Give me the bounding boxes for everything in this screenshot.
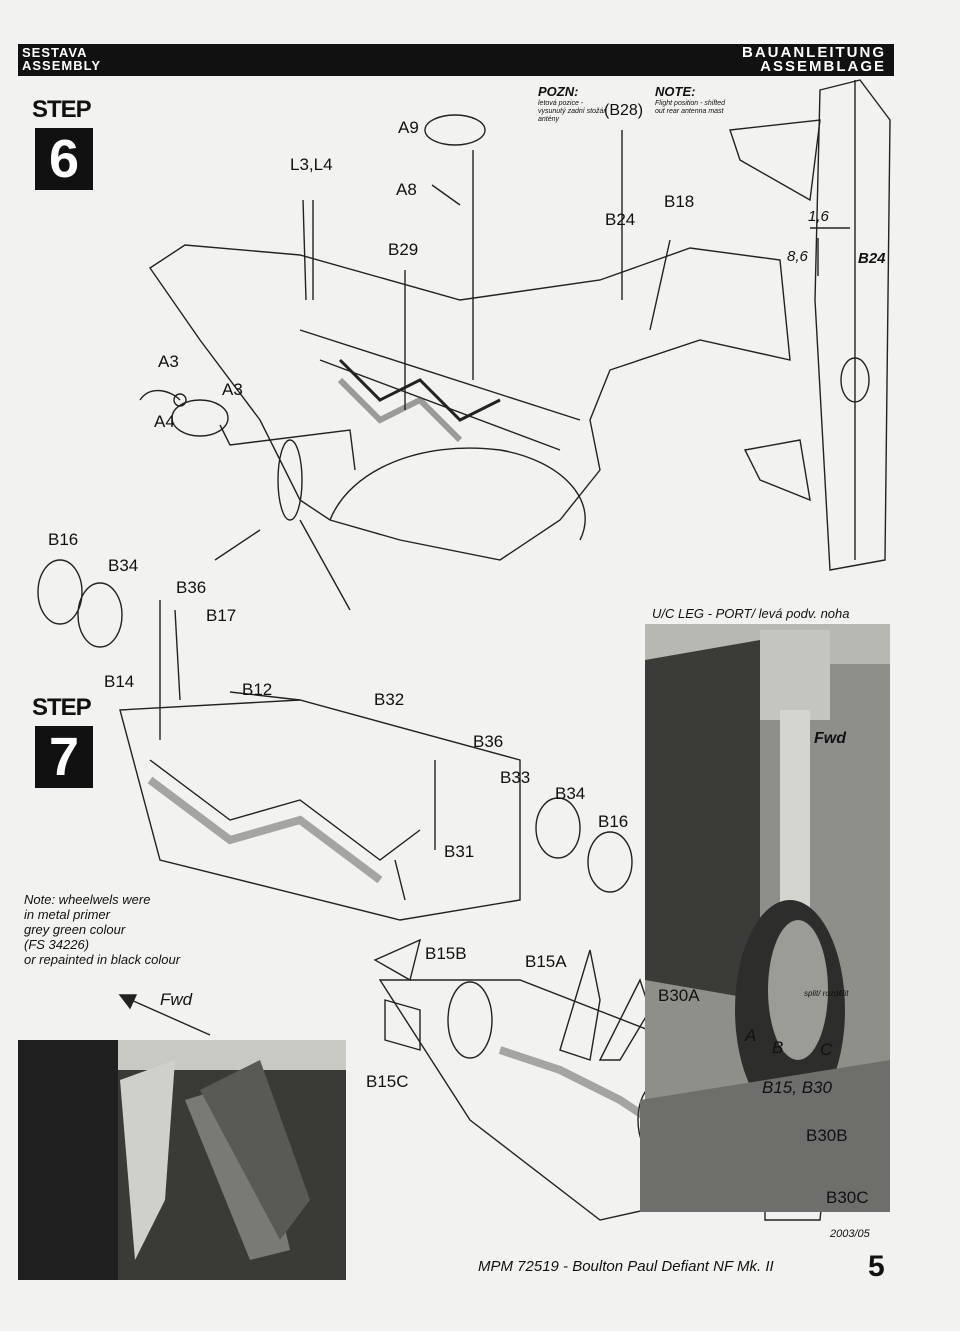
- label-b17: B17: [206, 606, 237, 625]
- label-b31: B31: [444, 842, 475, 861]
- label-l3l4: L3,L4: [290, 155, 333, 174]
- tail-side-view: [729, 79, 891, 571]
- label-b16-top: B16: [48, 530, 79, 549]
- step6-word: STEP: [32, 96, 92, 123]
- color-note-line1: Note: wheelwels were: [24, 892, 151, 907]
- color-note-line5: or repainted in black colour: [24, 952, 181, 967]
- label-b18: B18: [664, 192, 695, 211]
- label-b15c: B15C: [366, 1072, 409, 1091]
- fwd-label: Fwd: [160, 990, 193, 1009]
- header-left-line1: SESTAVA: [22, 45, 88, 60]
- uc-leg-photo: [640, 624, 890, 1212]
- landing-gear-drawing: [37, 559, 633, 921]
- label-a3-top: A3: [158, 352, 179, 371]
- note-text: Flight position - shifted out rear anten…: [655, 100, 726, 115]
- label-b36-top: B36: [176, 578, 207, 597]
- page-number: 5: [868, 1250, 885, 1283]
- footer-date: 2003/05: [830, 1228, 870, 1240]
- label-b24: B24: [605, 210, 636, 229]
- label-b24-side: B24: [858, 250, 886, 267]
- header-right: BAUANLEITUNG ASSEMBLAGE: [742, 44, 886, 75]
- label-b29: B29: [388, 240, 419, 259]
- step6-number: 6: [35, 128, 93, 190]
- uc-photo-fwd: Fwd: [814, 730, 846, 747]
- label-a8: A8: [396, 180, 417, 199]
- color-note-line3: grey green colour: [24, 922, 126, 937]
- label-b14: B14: [104, 672, 135, 691]
- split-title: split/ rozdělit: [804, 989, 849, 998]
- wheelwell-color-note: Note: wheelwels were in metal primer gre…: [24, 892, 180, 967]
- step7-word: STEP: [32, 694, 92, 721]
- label-b30b: B30B: [806, 1126, 848, 1145]
- label-b30a: B30A: [658, 986, 700, 1005]
- label-b34-top: B34: [108, 556, 139, 575]
- label-b15b: B15B: [425, 944, 467, 963]
- pozn-text: letová pozice - vysunutý zadní stožár an…: [538, 100, 606, 123]
- fwd-arrow: [118, 994, 211, 1036]
- split-c: C: [820, 1040, 833, 1059]
- label-b33: B33: [500, 768, 531, 787]
- gear-photo: [18, 1040, 346, 1280]
- label-b15a: B15A: [525, 952, 567, 971]
- label-b32: B32: [374, 690, 405, 709]
- label-b16-mid: B16: [598, 812, 629, 831]
- color-note-line4: (FS 34226): [24, 937, 90, 952]
- pozn-title: POZN:: [538, 84, 579, 99]
- label-dim-16: 1,6: [808, 208, 829, 225]
- step7-number: 7: [35, 726, 93, 788]
- label-a9: A9: [398, 118, 419, 137]
- label-a3-right: A3: [222, 380, 243, 399]
- label-b30c: B30C: [826, 1188, 869, 1207]
- label-b34-mid: B34: [555, 784, 586, 803]
- label-b36-mid: B36: [473, 732, 504, 751]
- color-note-line2: in metal primer: [24, 907, 110, 922]
- label-dim-86: 8,6: [787, 248, 808, 265]
- header-band: [18, 44, 894, 76]
- split-b: B: [772, 1038, 784, 1057]
- uc-photo-title: U/C LEG - PORT/ levá podv. noha: [652, 606, 850, 621]
- header-left-line2: ASSEMBLY: [22, 58, 102, 73]
- part-ref-b28: (B28): [604, 102, 644, 119]
- header-left: SESTAVA ASSEMBLY: [22, 46, 101, 72]
- split-a: A: [745, 1026, 757, 1045]
- footer-text: MPM 72519 - Boulton Paul Defiant NF Mk. …: [478, 1258, 774, 1275]
- aircraft-drawing: [139, 114, 791, 611]
- header-right-line1: BAUANLEITUNG: [742, 44, 886, 61]
- label-a4: A4: [154, 412, 175, 431]
- label-b12: B12: [242, 680, 273, 699]
- split-caption: B15, B30: [762, 1078, 832, 1097]
- note-title: NOTE:: [655, 84, 696, 99]
- header-right-line2: ASSEMBLAGE: [760, 58, 886, 75]
